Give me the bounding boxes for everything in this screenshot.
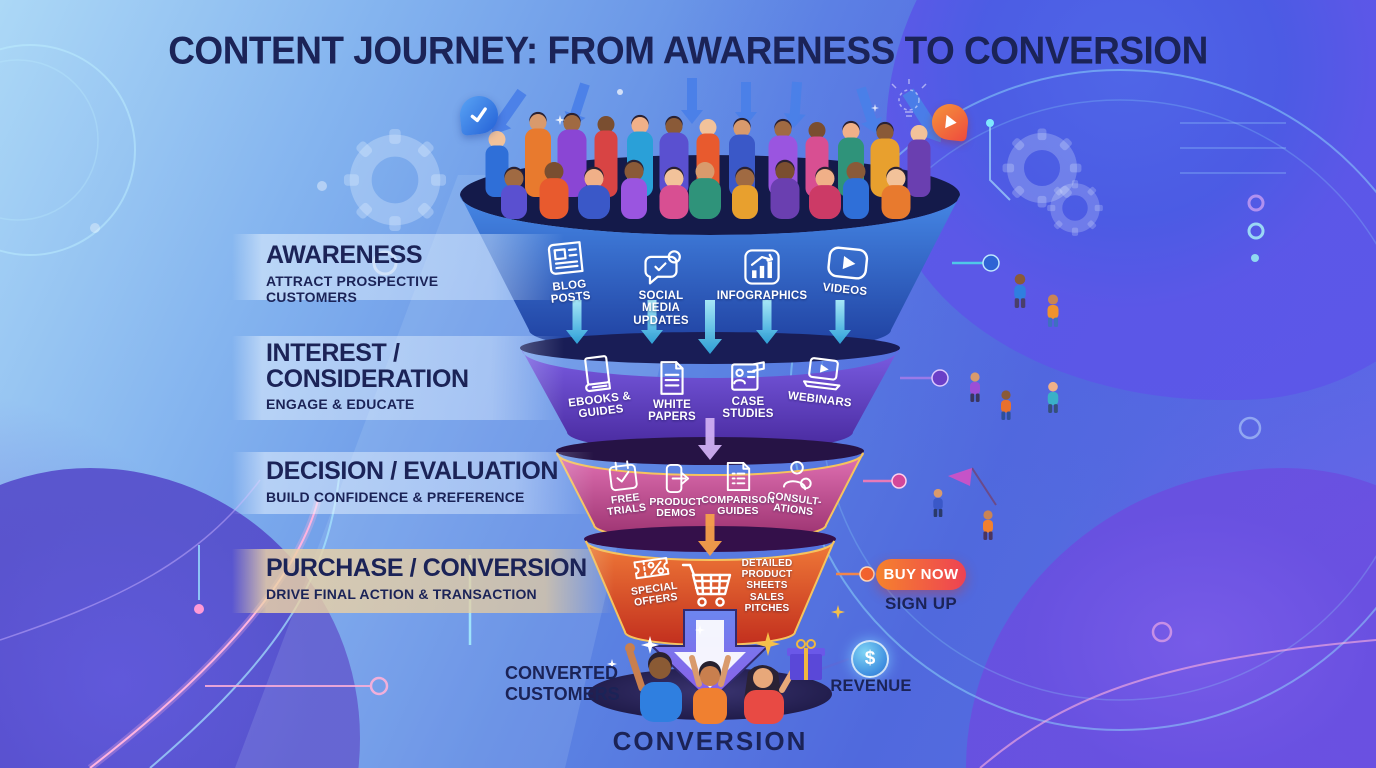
special-offers-icon xyxy=(633,556,670,580)
consultations-icon xyxy=(782,460,812,491)
stage-title: AWARENESS xyxy=(266,241,423,269)
play-bubble-icon xyxy=(930,102,970,142)
funnel-item-white-papers: WHITE PAPERS xyxy=(643,359,701,424)
funnel-item-videos: VIDEOS xyxy=(813,241,880,300)
funnel-item-comparison-guides: COMPARISON GUIDES xyxy=(701,460,775,518)
stage-subtitle: ENGAGE & EDUCATE xyxy=(266,396,415,412)
sparkle-stars xyxy=(555,104,879,669)
tier2-flow-arrow xyxy=(698,418,722,460)
funnel-tier-awareness xyxy=(460,195,960,354)
funnel-item-product-sheets: DETAILED PRODUCT SHEETS SALES PITCHES xyxy=(741,558,793,614)
infographics-icon xyxy=(744,249,780,285)
videos-icon xyxy=(827,246,869,280)
stage-band-purchase xyxy=(232,549,614,613)
funnel-item-case-studies: CASE STUDIES xyxy=(717,358,779,421)
webinars-icon xyxy=(803,357,841,391)
dollar-coin-icon: $ xyxy=(851,640,889,678)
stage-connectors xyxy=(836,254,1000,582)
stage-title: DECISION / EVALUATION xyxy=(266,457,559,485)
gear-icons xyxy=(343,128,1103,236)
product-demos-icon xyxy=(665,463,689,494)
stage-title: PURCHASE / CONVERSION xyxy=(266,554,587,582)
social-media-icon xyxy=(644,250,681,285)
sign-up-link[interactable]: SIGN UP xyxy=(884,594,957,613)
conversion-arrow-inner xyxy=(674,620,746,688)
funnel-item-cart xyxy=(678,558,736,610)
free-trials-icon xyxy=(608,460,638,492)
stage-label-decision: DECISION / EVALUATION BUILD CONFIDENCE &… xyxy=(266,457,596,505)
stage-title: INTEREST / CONSIDERATION xyxy=(266,339,469,393)
funnel-item-infographics: INFOGRAPHICS xyxy=(716,246,808,302)
ebooks-icon xyxy=(584,355,612,393)
funnel-tier-interest xyxy=(522,350,898,452)
converted-customers-label: CONVERTED CUSTOMERS xyxy=(505,663,620,705)
white-papers-icon xyxy=(660,361,684,395)
walking-people xyxy=(933,273,1059,540)
funnel-item-special-offers: SPECIAL OFFERS xyxy=(623,549,682,610)
crowd-illustration xyxy=(485,111,931,219)
stage-subtitle: DRIVE FINAL ACTION & TRANSACTION xyxy=(266,585,537,602)
lightbulb-icon xyxy=(891,79,927,117)
check-badge-icon xyxy=(458,94,500,136)
comparison-guides-icon xyxy=(726,461,750,492)
funnel-item-social-media: SOCIAL MEDIA UPDATES xyxy=(622,250,700,327)
stage-band-awareness xyxy=(232,234,564,300)
dollar-symbol: $ xyxy=(864,648,876,669)
page-title: CONTENT JOURNEY: FROM AWARENESS TO CONVE… xyxy=(168,29,1208,72)
funnel-item-blog-posts: BLOG POSTS xyxy=(530,235,607,309)
tier1-flow-arrows xyxy=(566,300,851,354)
tier3-flow-arrow xyxy=(698,514,722,556)
shopping-cart-icon xyxy=(681,563,732,607)
conversion-label: CONVERSION xyxy=(612,726,808,756)
stage-label-awareness: AWARENESS ATTRACT PROSPECTIVE CUSTOMERS xyxy=(266,241,526,305)
stage-band-interest xyxy=(232,336,564,420)
stage-label-purchase: PURCHASE / CONVERSION DRIVE FINAL ACTION… xyxy=(266,554,616,602)
revenue-label: REVENUE xyxy=(830,677,912,695)
stage-band-decision xyxy=(232,452,594,514)
case-studies-icon xyxy=(731,361,765,391)
funnel-item-webinars: WEBINARS xyxy=(785,352,859,410)
buy-now-button[interactable]: BUY NOW xyxy=(876,559,966,590)
blog-posts-icon xyxy=(547,241,584,275)
funnel-item-free-trials: FREE TRIALS xyxy=(597,456,652,519)
funnel-item-product-demos: PRODUCT DEMOS xyxy=(648,462,704,520)
stage-label-interest: INTEREST / CONSIDERATION ENGAGE & EDUCAT… xyxy=(266,339,491,412)
stage-subtitle: BUILD CONFIDENCE & PREFERENCE xyxy=(266,488,525,505)
funnel-item-ebooks: EBOOKS & GUIDES xyxy=(562,350,633,422)
funnel-item-consultations: CONSULT-ATIONS xyxy=(766,456,827,520)
stage-subtitle: ATTRACT PROSPECTIVE CUSTOMERS xyxy=(266,272,439,305)
converted-customers-illustration xyxy=(625,639,825,724)
